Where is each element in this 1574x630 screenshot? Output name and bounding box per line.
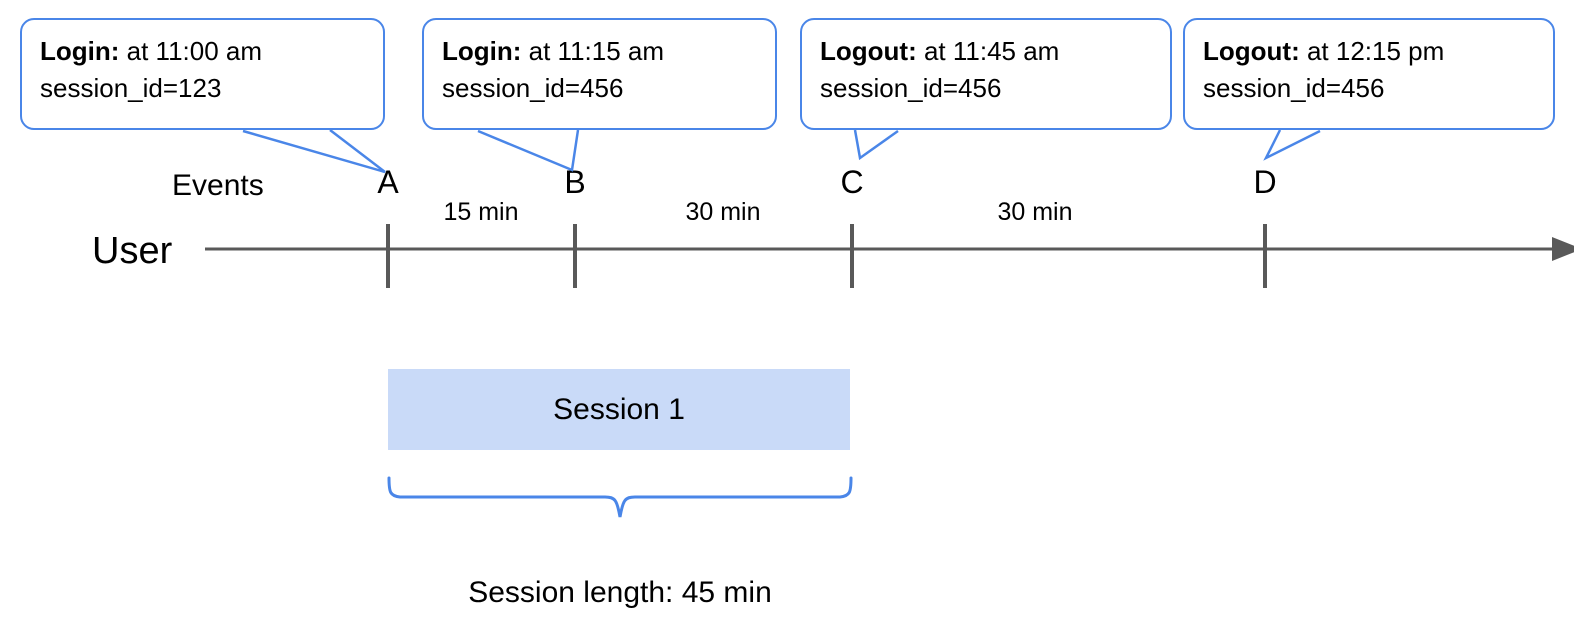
callout-event-label: Login: [442,36,522,66]
marker-label-c: C [840,164,864,200]
callout-tail-d [1263,129,1321,161]
marker-label-d: D [1253,164,1277,200]
callout-event-label: Logout: [820,36,917,66]
callout-event-line: Login: at 11:15 am [442,33,757,70]
callout-login-1115: Login: at 11:15 am session_id=456 [422,18,777,130]
callout-logout-1215: Logout: at 12:15 pm session_id=456 [1183,18,1555,130]
session-brace [387,476,853,518]
callout-session-line: session_id=123 [40,73,222,103]
user-row-label: User [92,230,173,272]
callout-login-1100: Login: at 11:00 am session_id=123 [20,18,385,130]
callout-tail-c [853,129,899,161]
events-row-label: Events [172,169,264,202]
marker-label-a: A [377,164,399,200]
callout-tail-a [242,129,386,174]
callout-event-time: at 11:15 am [521,36,665,66]
callout-session-line: session_id=456 [820,73,1002,103]
callout-session-line: session_id=456 [442,73,624,103]
callout-event-time: at 11:00 am [119,36,263,66]
callout-tail-b [477,129,580,172]
callout-event-time: at 11:45 am [916,36,1060,66]
marker-label-b: B [564,164,586,200]
callout-event-label: Login: [40,36,120,66]
callout-event-line: Login: at 11:00 am [40,33,365,70]
callout-logout-1145: Logout: at 11:45 am session_id=456 [800,18,1172,130]
gap-label-b-c: 30 min [685,198,761,226]
session-length-caption: Session length: 45 min [468,576,772,609]
callout-event-line: Logout: at 12:15 pm [1203,33,1535,70]
session-bar: Session 1 [388,369,850,450]
gap-label-a-b: 15 min [443,198,519,226]
session-bar-label: Session 1 [553,392,685,426]
callout-event-line: Logout: at 11:45 am [820,33,1152,70]
callout-session-line: session_id=456 [1203,73,1385,103]
callout-event-time: at 12:15 pm [1299,36,1445,66]
gap-label-c-d: 30 min [997,198,1073,226]
callout-event-label: Logout: [1203,36,1300,66]
